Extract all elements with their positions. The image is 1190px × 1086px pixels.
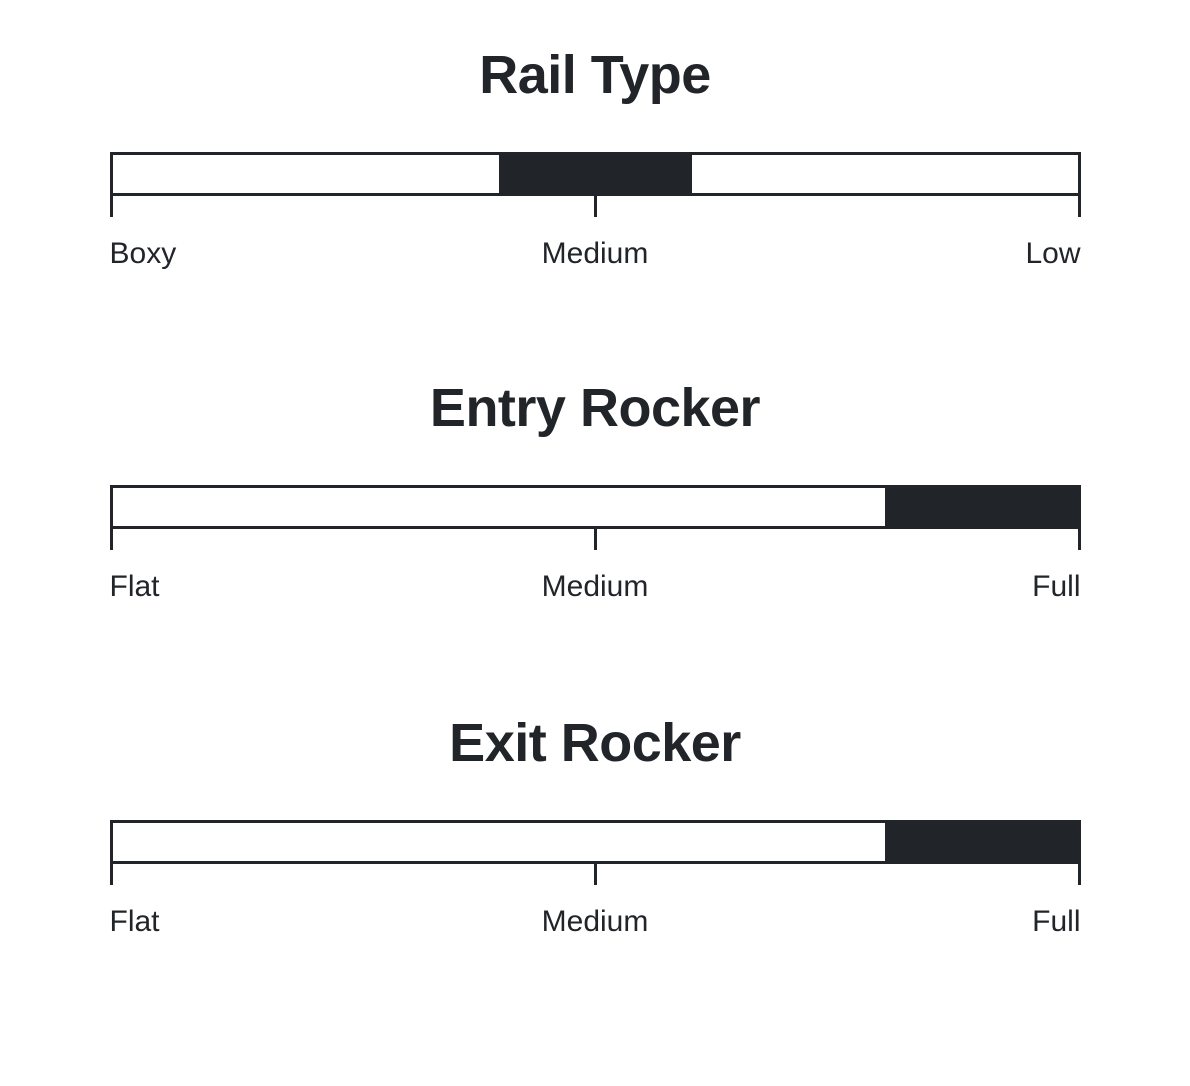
tick-left (109, 864, 113, 885)
gauge-exit-rocker[interactable] (109, 820, 1081, 886)
tick-right (1077, 196, 1081, 217)
tick-right (1077, 529, 1081, 550)
spec-title: Exit Rocker (449, 713, 741, 773)
scale-label-left: Flat (109, 570, 160, 603)
gauge-track[interactable] (109, 820, 1081, 864)
scale-label-left: Flat (109, 905, 160, 938)
tick-right (1077, 864, 1081, 885)
scale-label-right: Full (1032, 570, 1081, 603)
scale-labels: Flat Medium Full (110, 567, 1081, 611)
gauge-track[interactable] (109, 485, 1081, 529)
gauge-rail-type[interactable] (109, 152, 1081, 218)
spec-title: Entry Rocker (429, 378, 761, 438)
scale-labels: Flat Medium Full (110, 902, 1081, 946)
scale-label-center: Medium (541, 905, 649, 938)
gauge-fill (884, 823, 1078, 861)
spec-title: Rail Type (479, 45, 711, 105)
tick-left (109, 196, 113, 217)
spec-block-entry-rocker: Entry Rocker Flat Medium Full (0, 375, 1190, 611)
scale-label-center: Medium (541, 237, 649, 270)
tick-center (593, 864, 597, 885)
spec-block-exit-rocker: Exit Rocker Flat Medium Full (0, 710, 1190, 946)
gauge-entry-rocker[interactable] (109, 485, 1081, 551)
scale-label-right: Low (1025, 237, 1081, 270)
scale-labels: Boxy Medium Low (110, 234, 1081, 278)
spec-block-rail-type: Rail Type Boxy Medium Low (0, 42, 1190, 278)
tick-left (109, 529, 113, 550)
scale-label-center: Medium (541, 570, 649, 603)
scale-label-right: Full (1032, 905, 1081, 938)
tick-center (593, 196, 597, 217)
gauge-fill (884, 488, 1078, 526)
tick-center (593, 529, 597, 550)
gauge-fill (498, 155, 692, 193)
scale-label-left: Boxy (109, 237, 177, 270)
gauge-track[interactable] (109, 152, 1081, 196)
